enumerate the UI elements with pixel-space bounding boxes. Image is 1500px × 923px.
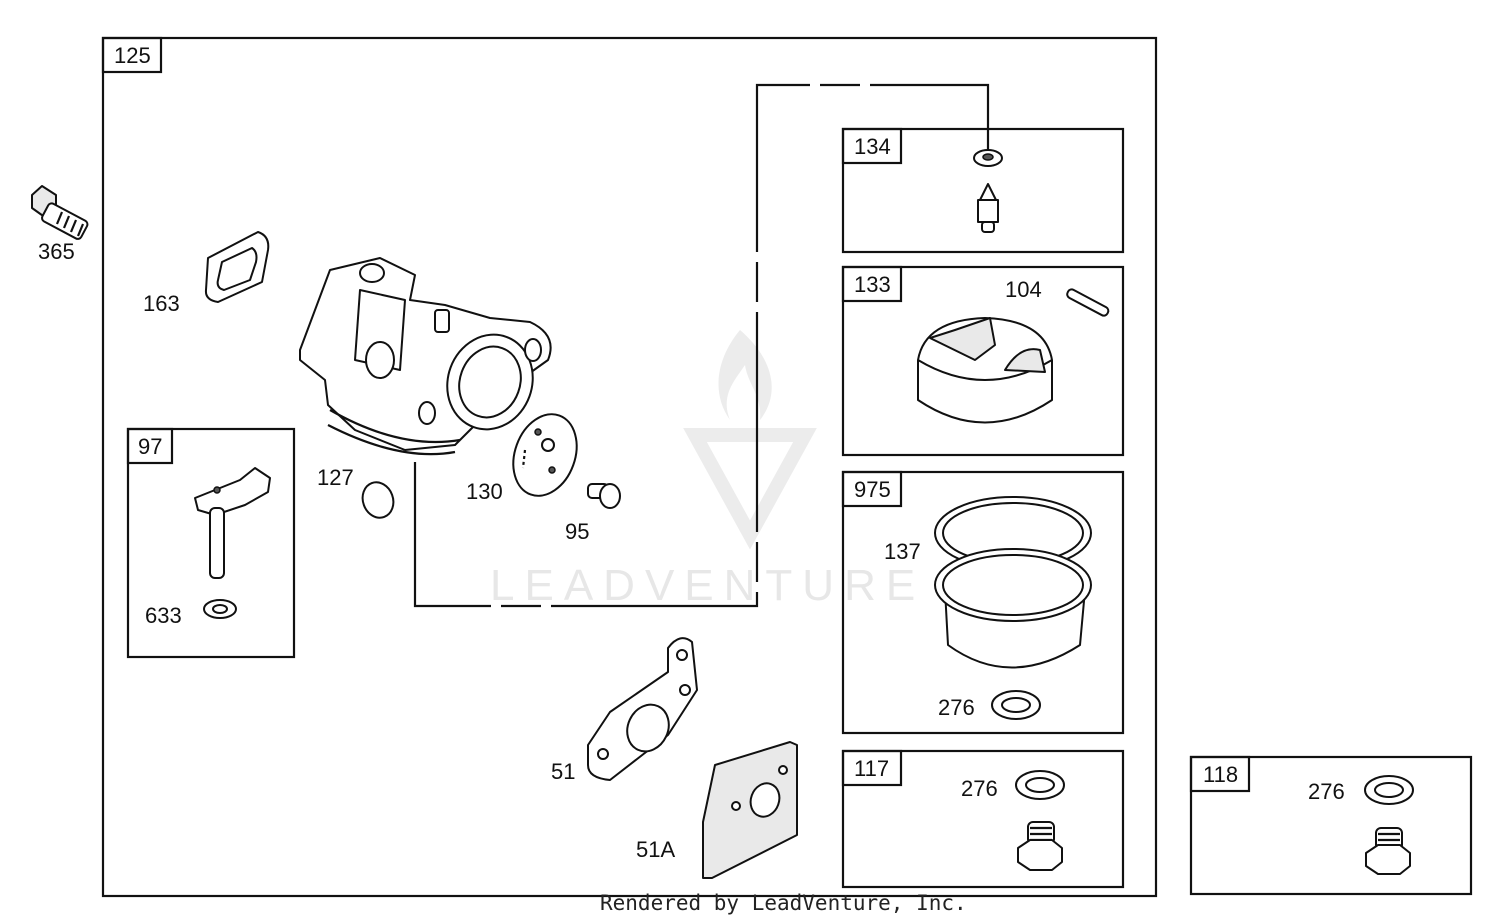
kit-box-117: 117 276 (841, 749, 1125, 889)
callout-130: 130 (466, 479, 503, 504)
callout-276-c: 276 (1308, 779, 1345, 804)
choke-plate-130 (512, 413, 578, 497)
callout-633: 633 (145, 603, 182, 628)
callout-365: 365 (38, 239, 75, 264)
kit-box-133-label: 133 (854, 272, 891, 297)
callout-127: 127 (317, 465, 354, 490)
gasket-163 (204, 231, 270, 303)
kit-box-118-label: 118 (1203, 762, 1238, 787)
footer-credit: Rendered by LeadVenture, Inc. (600, 891, 967, 915)
kit-box-134-label: 134 (854, 134, 891, 159)
callout-163: 163 (143, 291, 180, 316)
callout-137: 137 (884, 539, 921, 564)
insulator-51a (702, 741, 798, 879)
bolt-365 (31, 185, 89, 240)
plug-127 (361, 481, 395, 519)
assembly-box-label: 125 (114, 43, 151, 68)
kit-box-134: 134 (841, 127, 1125, 254)
callout-51a: 51A (636, 837, 675, 862)
watermark-text: LEADVENTURE (490, 561, 925, 610)
callout-276-b: 276 (961, 776, 998, 801)
callout-51: 51 (551, 759, 575, 784)
kit-box-975-label: 975 (854, 477, 891, 502)
gasket-51 (587, 637, 698, 781)
carburetor-body (299, 257, 552, 456)
kit-box-117-label: 117 (854, 756, 889, 781)
assembly-box-125: 125 (101, 36, 1158, 898)
watermark: LEADVENTURE (490, 330, 925, 610)
callout-95: 95 (565, 519, 589, 544)
callout-104: 104 (1005, 277, 1042, 302)
kit-box-118: 118 276 (1189, 755, 1473, 896)
screw-95 (587, 483, 621, 509)
kit-box-97: 97 (126, 427, 296, 659)
connector-lines (413, 83, 990, 608)
kit-box-975: 975 137 276 (841, 470, 1125, 735)
kit-box-133: 133 104 (841, 265, 1125, 457)
callout-276-a: 276 (938, 695, 975, 720)
kit-box-97-label: 97 (138, 434, 162, 459)
